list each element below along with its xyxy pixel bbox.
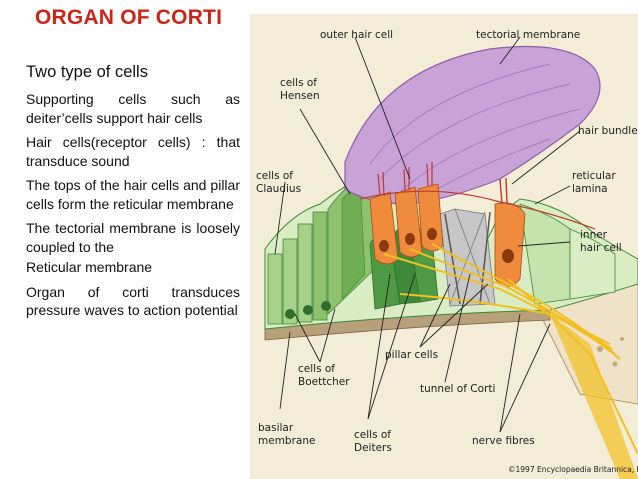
inner-pillar-cell — [479, 211, 491, 305]
diagram-svg: outer hair cell tectorial membrane cells… — [250, 14, 638, 479]
cells-of-boettcher — [285, 301, 331, 319]
bone-pore — [620, 337, 624, 341]
bullet-reticular-membrane: Reticular membrane — [26, 259, 153, 275]
bone-pore — [612, 361, 618, 367]
label-cells-of-hensen-line2: Hensen — [280, 90, 320, 102]
label-nerve-fibres: nerve fibres — [472, 435, 535, 447]
bone-pore — [597, 346, 603, 352]
label-hair-bundle: hair bundle — [578, 125, 638, 137]
bullet-tectorial-membrane: The tectorial membrane is loosely couple… — [26, 220, 240, 255]
label-basilar-membrane-line2: membrane — [258, 435, 315, 447]
label-basilar-membrane-line1: basilar — [258, 422, 294, 434]
label-cells-of-claudius-line1: cells of — [256, 170, 293, 182]
label-cells-of-boettcher-line2: Boettcher — [298, 376, 350, 388]
cells-of-hensen — [327, 168, 381, 315]
reticular-lamina — [359, 190, 596, 230]
inner-supporting-cells — [519, 203, 616, 305]
label-cells-of-claudius-line2: Claudius — [256, 183, 301, 195]
copyright-notice: ©1997 Encyclopaedia Britannica, Inc. — [508, 465, 638, 474]
bullet-transduction: Organ of corti transduces pressure waves… — [26, 283, 240, 319]
nerve-bundle — [550, 314, 638, 479]
label-tectorial-membrane: tectorial membrane — [476, 29, 580, 41]
cells-of-claudius — [267, 211, 328, 325]
tectorial-fibre — [369, 63, 551, 165]
label-cells-of-deiters-line1: cells of — [354, 429, 391, 441]
label-cells-of-boettcher-line1: cells of — [298, 363, 335, 375]
label-pillar-cells: pillar cells — [385, 349, 438, 361]
label-inner-hair-cell-line2: hair cell — [580, 242, 622, 254]
bullet-list: Supporting cells such as deiter’cells su… — [26, 90, 240, 326]
label-outer-hair-cell: outer hair cell — [320, 29, 393, 41]
slide-subtitle: Two type of cells — [26, 63, 148, 81]
pillar-fibre — [449, 211, 486, 305]
tectorial-fibre — [379, 83, 571, 180]
leader-lines — [274, 36, 581, 433]
label-cells-of-deiters-line2: Deiters — [354, 442, 392, 454]
label-tunnel-of-corti: tunnel of Corti — [420, 383, 495, 395]
organ-of-corti-diagram: outer hair cell tectorial membrane cells… — [250, 14, 638, 479]
label-inner-hair-cell-line1: inner — [580, 229, 608, 241]
bullet-reticular-membrane-formation: The tops of the hair cells and pillar ce… — [26, 177, 240, 212]
pillar-fibre — [454, 208, 491, 305]
slide-title: ORGAN OF CORTI — [35, 6, 223, 29]
outer-hair-cells — [369, 162, 444, 265]
outer-pillar-cell — [444, 213, 461, 305]
tectorial-fibre — [399, 108, 581, 193]
bullet-hair-cells: Hair cells(receptor cells) : that transd… — [26, 134, 240, 169]
label-reticular-lamina-line2: lamina — [572, 183, 608, 195]
bullet-supporting-cells: Supporting cells such as deiter’cells su… — [26, 91, 240, 126]
label-cells-of-hensen-line1: cells of — [280, 77, 317, 89]
label-reticular-lamina-line1: reticular — [572, 170, 616, 182]
